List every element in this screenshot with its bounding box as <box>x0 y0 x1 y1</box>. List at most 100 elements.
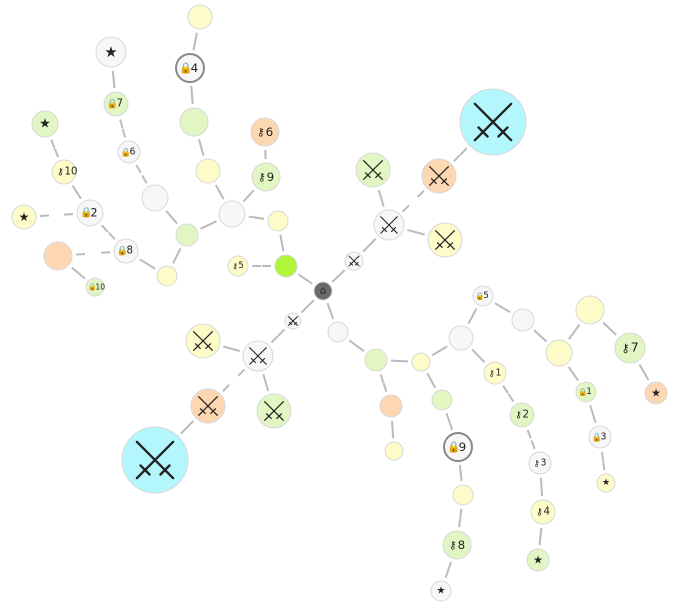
node-label: 7 <box>117 99 123 110</box>
map-node-b6[interactable] <box>431 389 453 411</box>
map-node-b3[interactable] <box>379 394 403 418</box>
map-node-boss1[interactable] <box>459 88 527 156</box>
map-node-sw7[interactable] <box>242 340 274 372</box>
map-node-sw10[interactable] <box>190 388 226 424</box>
swords-icon <box>429 166 449 186</box>
map-node-lock6[interactable]: 🔒6 <box>117 140 141 164</box>
tree-edge <box>170 216 178 225</box>
map-node-lock9[interactable]: 🔒9 <box>443 432 473 462</box>
node-label: 6 <box>266 125 274 139</box>
tree-edge <box>382 382 388 393</box>
tree-edge <box>119 119 124 129</box>
map-node-key7[interactable]: ⚷7 <box>614 332 646 364</box>
tree-edge <box>270 335 279 344</box>
tree-edge <box>172 254 178 264</box>
map-node-star1[interactable]: ★ <box>95 36 127 68</box>
map-node-sw6[interactable] <box>284 312 302 330</box>
map-node-a8[interactable] <box>156 265 178 287</box>
tree-edge <box>100 251 111 254</box>
key-icon: ⚷ <box>515 410 522 421</box>
map-node-key2[interactable]: ⚷2 <box>509 402 535 428</box>
map-node-key9[interactable]: ⚷9 <box>251 162 281 192</box>
key-icon: ⚷ <box>449 539 457 552</box>
node-circle <box>575 381 597 403</box>
map-node-a2[interactable] <box>218 200 246 228</box>
map-node-star4[interactable]: ★ <box>430 580 452 602</box>
tree-edge <box>180 426 188 435</box>
tree-edge <box>186 420 195 429</box>
map-node-boss2[interactable] <box>121 426 189 494</box>
map-node-sw9[interactable] <box>256 393 292 429</box>
node-label: 4 <box>544 507 550 518</box>
map-node-key3[interactable]: ⚷3 <box>528 451 552 475</box>
map-node-key5[interactable]: ⚷5 <box>227 255 249 277</box>
tree-edge <box>591 413 597 423</box>
map-node-a4[interactable] <box>179 107 209 137</box>
map-node-a9[interactable] <box>43 241 73 271</box>
tree-edge <box>391 428 395 439</box>
map-node-key8[interactable]: ⚷8 <box>442 530 472 560</box>
map-node-sw8[interactable] <box>185 323 221 359</box>
map-node-a1[interactable] <box>267 210 289 232</box>
node-circle <box>530 499 556 525</box>
lock-icon: 🔒 <box>117 246 128 257</box>
map-node-b5[interactable] <box>411 352 431 372</box>
node-circle <box>51 159 77 185</box>
node-circle <box>227 255 249 277</box>
node-circle <box>103 91 129 117</box>
map-node-b7[interactable] <box>452 484 474 506</box>
node-circle <box>251 162 281 192</box>
map-node-sw5[interactable] <box>421 158 457 194</box>
node-circle <box>313 281 333 301</box>
map-node-b10[interactable] <box>545 339 573 367</box>
node-circle <box>545 339 573 367</box>
map-node-sw4[interactable] <box>427 222 463 258</box>
map-node-lock3[interactable]: 🔒3 <box>588 425 612 449</box>
map-node-b8[interactable] <box>448 325 474 351</box>
map-node-root[interactable]: ⌂ <box>313 281 333 301</box>
node-circle <box>156 265 178 287</box>
tree-edge <box>100 224 109 233</box>
node-circle <box>175 53 205 83</box>
map-node-sw1[interactable] <box>344 251 364 271</box>
tree-edge <box>526 429 532 439</box>
map-node-lock2[interactable]: 🔒2 <box>76 199 104 227</box>
swords-icon <box>193 331 213 351</box>
tree-edge <box>262 373 267 384</box>
map-node-lock10[interactable]: 🔒10 <box>85 277 105 297</box>
map-node-lock4[interactable]: 🔒4 <box>175 53 205 83</box>
map-node-key1[interactable]: ⚷1 <box>483 361 507 385</box>
map-node-b2[interactable] <box>364 348 388 372</box>
map-node-star6[interactable]: ★ <box>644 381 668 405</box>
tree-edge <box>380 197 385 208</box>
map-node-lock5[interactable]: 🔒5 <box>472 285 494 307</box>
map-node-key10[interactable]: ⚷10 <box>51 159 77 185</box>
map-node-star2[interactable]: ★ <box>31 110 59 138</box>
map-node-key4[interactable]: ⚷4 <box>530 499 556 525</box>
map-node-star7[interactable]: ★ <box>596 473 616 493</box>
map-node-b1[interactable] <box>327 321 349 343</box>
map-node-b4[interactable] <box>384 441 404 461</box>
node-circle <box>442 530 472 560</box>
map-node-a7[interactable] <box>141 184 169 212</box>
map-node-star5[interactable]: ★ <box>526 548 550 572</box>
map-node-lock7[interactable]: 🔒7 <box>103 91 129 117</box>
map-node-sw3[interactable] <box>355 152 391 188</box>
map-node-key6[interactable]: ⚷6 <box>250 117 280 147</box>
map-node-b9[interactable] <box>511 308 535 332</box>
tree-edge <box>230 347 240 352</box>
map-node-lock1[interactable]: 🔒1 <box>575 381 597 403</box>
tree-edge <box>329 310 335 320</box>
map-node-a6[interactable] <box>175 223 199 247</box>
map-node-star3[interactable]: ★ <box>11 204 37 230</box>
map-node-sw2[interactable] <box>373 209 405 241</box>
node-circle <box>250 117 280 147</box>
node-label: 5 <box>238 261 243 271</box>
map-node-b11[interactable] <box>575 295 605 325</box>
map-node-a3[interactable] <box>195 158 221 184</box>
map-node-lime-node[interactable] <box>274 254 298 278</box>
map-node-lock8[interactable]: 🔒8 <box>113 238 139 264</box>
tree-edge <box>348 339 358 347</box>
map-node-a5[interactable] <box>187 4 213 30</box>
swords-icon <box>249 347 267 365</box>
